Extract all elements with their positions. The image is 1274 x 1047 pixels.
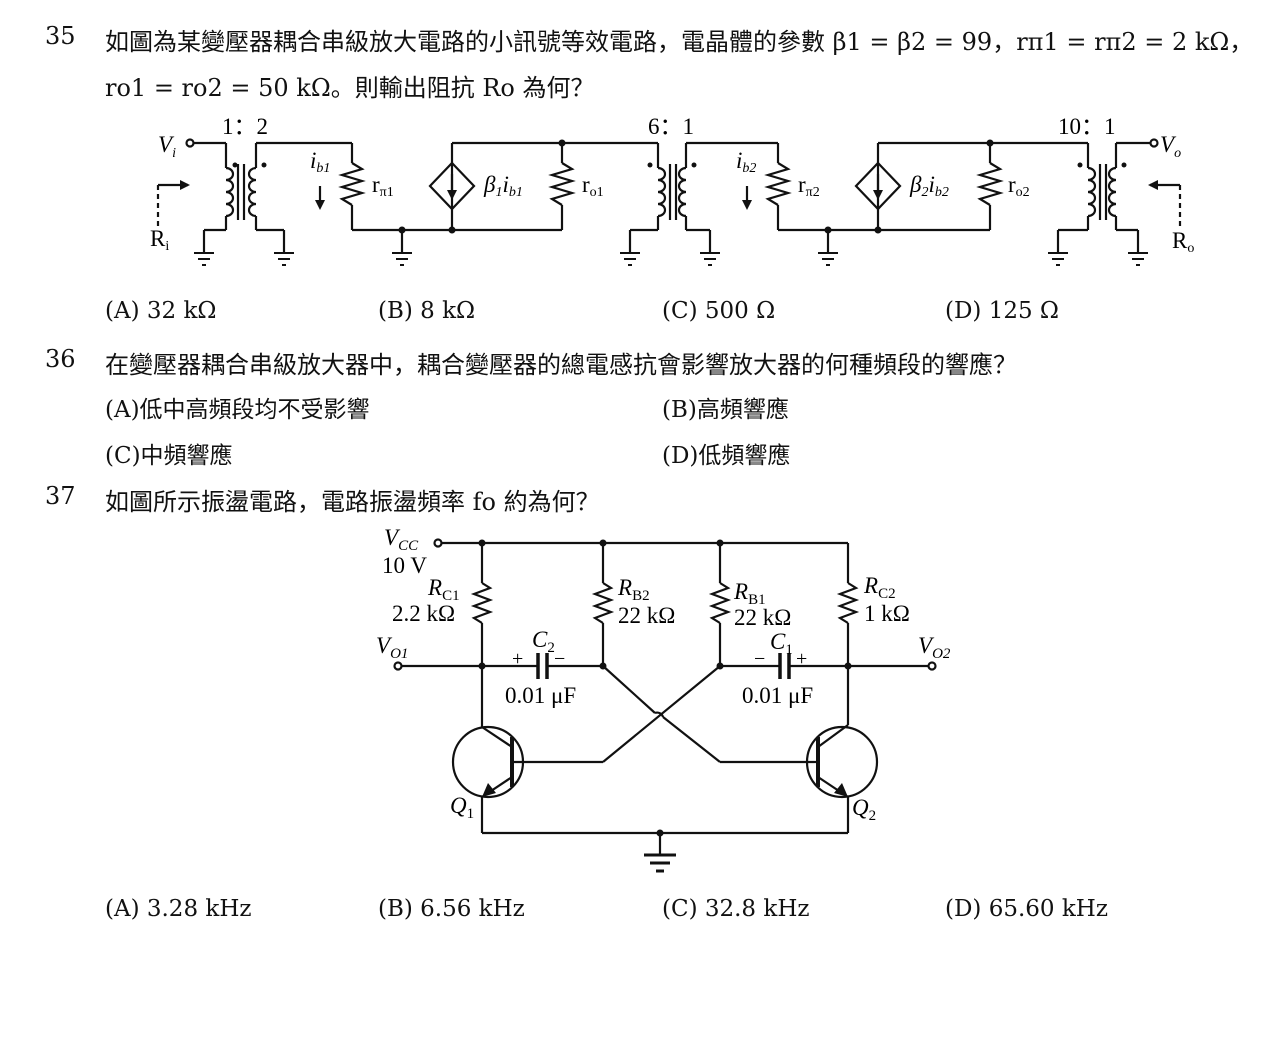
- ib2-label: i: [736, 148, 742, 173]
- vcc-value: 10 V: [382, 553, 427, 578]
- c2-label: C2: [532, 627, 555, 656]
- ro1-label: r: [582, 172, 590, 197]
- ib1-label: i: [310, 148, 316, 173]
- c2-minus: −: [554, 648, 565, 670]
- svg-text:Ri: Ri: [150, 226, 169, 254]
- question-text: 如圖為某變壓器耦合串級放大電路的小訊號等效電路，電晶體的參數 β1 = β2 =…: [105, 28, 1254, 56]
- dependent-source-2-label: β2ib2: [909, 172, 949, 200]
- question-text: 如圖所示振盪電路，電路振盪頻率 fo 約為何？: [105, 488, 600, 516]
- rpi1-label: r: [372, 172, 380, 197]
- option-a[interactable]: (A)低中高頻段均不受影響: [105, 397, 370, 423]
- rb2-value: 22 kΩ: [618, 603, 675, 628]
- ro-label: R: [1172, 228, 1188, 253]
- option-b[interactable]: (B) 8 kΩ: [378, 298, 476, 324]
- turns-ratio-3: 10：1: [1058, 114, 1116, 139]
- question-text: 在變壓器耦合串級放大器中，耦合變壓器的總電感抗會影響放大器的何種頻段的響應？: [105, 351, 1017, 379]
- rb1-value: 22 kΩ: [734, 605, 791, 630]
- transformer-coupled-amplifier-diagram: 1：2 6：1 10：1 Vi Vo Ri Ro ib1 ib2 rπ1 rπ2…: [150, 114, 1194, 266]
- dependent-source-1-label: β1ib1: [483, 172, 523, 200]
- svg-text:ro2: ro2: [1008, 172, 1030, 200]
- vi-label: V: [158, 132, 175, 157]
- svg-text:ib1: ib1: [310, 148, 330, 176]
- rc1-value: 2.2 kΩ: [392, 601, 455, 626]
- vo2-label: VO2: [918, 633, 951, 662]
- option-d[interactable]: (D) 65.60 kHz: [945, 896, 1108, 922]
- svg-text:ro1: ro1: [582, 172, 604, 200]
- svg-text:Vo: Vo: [1160, 132, 1181, 161]
- question-text-continued: ro1 = ro2 = 50 kΩ。則輸出阻抗 Ro 為何？: [105, 74, 595, 102]
- vcc-label: VCC: [384, 525, 419, 554]
- q1-label: Q1: [450, 793, 474, 822]
- option-c[interactable]: (C) 500 Ω: [662, 298, 776, 324]
- turns-ratio-2: 6：1: [648, 114, 694, 139]
- astable-multivibrator-diagram: VCC 10 V RC1 2.2 kΩ RB2 22 kΩ RB1 22 kΩ …: [376, 525, 951, 873]
- c2-value: 0.01 μF: [505, 683, 576, 708]
- option-c[interactable]: (C) 32.8 kHz: [662, 896, 810, 922]
- ri-label: R: [150, 226, 166, 251]
- rc2-label: RC2: [863, 573, 896, 602]
- turns-ratio-1: 1：2: [222, 114, 268, 139]
- question-number: 35: [45, 22, 76, 50]
- rb2-label: RB2: [617, 575, 650, 604]
- svg-text:Vi: Vi: [158, 132, 176, 161]
- vo1-label: VO1: [376, 633, 408, 662]
- rpi2-label: r: [798, 172, 806, 197]
- svg-text:rπ1: rπ1: [372, 172, 394, 200]
- rb1-label: RB1: [733, 579, 766, 608]
- option-a[interactable]: (A) 32 kΩ: [105, 298, 217, 324]
- q2-label: Q2: [852, 795, 876, 824]
- c2-plus: +: [512, 648, 523, 670]
- rc2-value: 1 kΩ: [864, 601, 910, 626]
- c1-value: 0.01 μF: [742, 683, 813, 708]
- c1-plus: +: [796, 648, 807, 670]
- option-d[interactable]: (D) 125 Ω: [945, 298, 1059, 324]
- svg-text:Ro: Ro: [1172, 228, 1194, 256]
- option-a[interactable]: (A) 3.28 kHz: [105, 896, 252, 922]
- option-b[interactable]: (B) 6.56 kHz: [378, 896, 525, 922]
- option-d[interactable]: (D)低頻響應: [662, 443, 791, 469]
- c1-label: C1: [770, 629, 793, 658]
- question-number: 36: [45, 345, 76, 373]
- svg-text:ib2: ib2: [736, 148, 756, 176]
- ro2-label: r: [1008, 172, 1016, 197]
- option-c[interactable]: (C)中頻響應: [105, 443, 233, 469]
- option-b[interactable]: (B)高頻響應: [662, 397, 789, 423]
- vo-label: V: [1160, 132, 1177, 157]
- svg-text:rπ2: rπ2: [798, 172, 820, 200]
- c1-minus: −: [754, 648, 765, 670]
- rc1-label: RC1: [427, 575, 460, 604]
- question-number: 37: [45, 482, 76, 510]
